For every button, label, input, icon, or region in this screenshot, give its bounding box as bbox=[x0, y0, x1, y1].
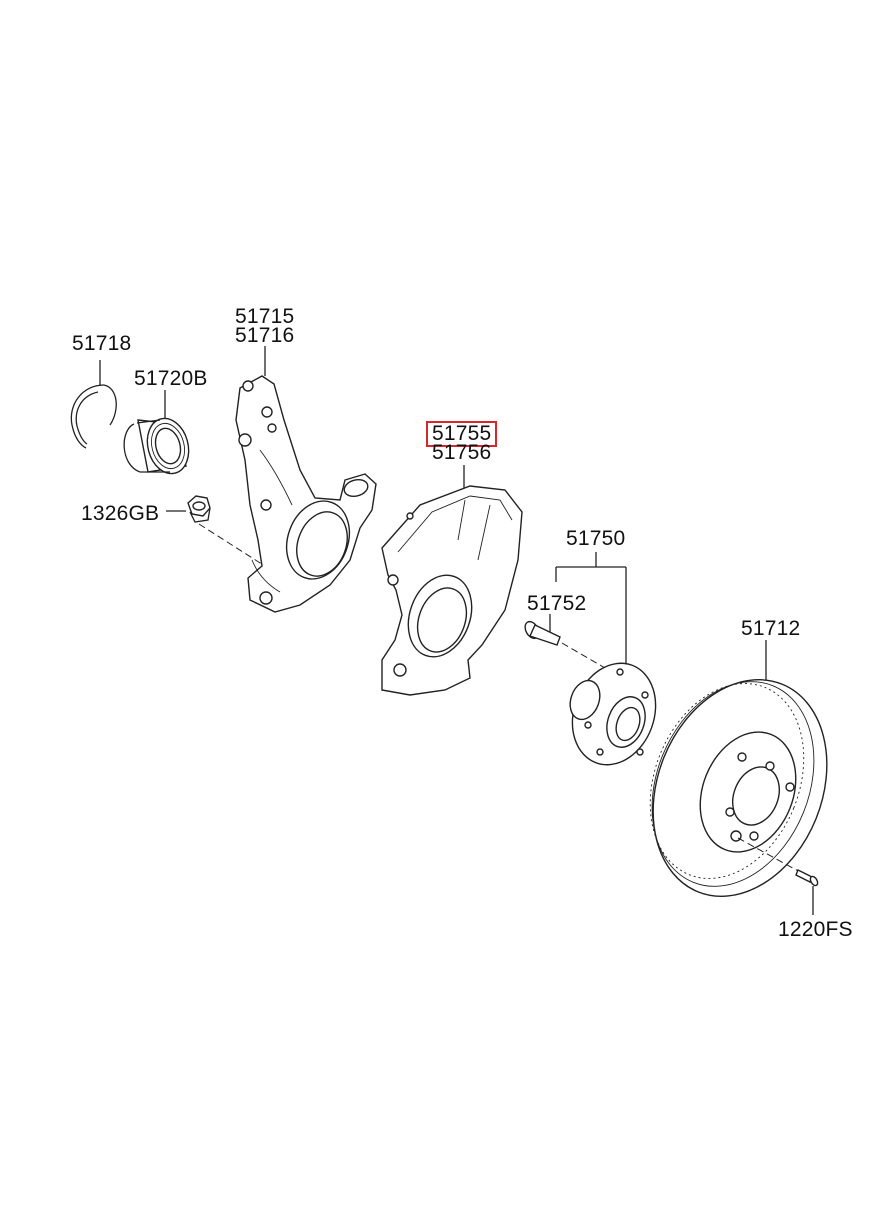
wheel-bearing-icon[interactable] bbox=[123, 390, 194, 478]
label-dust-cover-highlighted[interactable]: 51755 bbox=[426, 421, 498, 447]
flange-nut-icon[interactable] bbox=[166, 495, 269, 569]
label-nut: 1326GB bbox=[81, 502, 160, 525]
wheel-hub-icon[interactable] bbox=[559, 651, 670, 776]
hub-bolt-icon[interactable] bbox=[522, 614, 606, 669]
label-disc: 51712 bbox=[741, 617, 801, 640]
label-hub-assy: 51750 bbox=[566, 527, 626, 550]
disc-screw-icon[interactable] bbox=[795, 869, 819, 915]
dust-cover-icon[interactable] bbox=[381, 465, 523, 696]
steering-knuckle-icon[interactable] bbox=[235, 346, 377, 613]
label-dust-cover-b: 51756 bbox=[432, 441, 492, 464]
label-knuckle-b: 51716 bbox=[235, 324, 295, 347]
label-bearing: 51720B bbox=[134, 367, 208, 390]
hub-bracket-lines bbox=[555, 552, 627, 665]
label-snap-ring: 51718 bbox=[72, 332, 132, 355]
label-knuckle-a: 51715 bbox=[235, 305, 295, 328]
label-disc-screw: 1220FS bbox=[778, 918, 853, 941]
brake-disc-icon[interactable] bbox=[622, 640, 858, 923]
snap-ring-icon[interactable] bbox=[70, 360, 117, 449]
label-hub-bolt: 51752 bbox=[527, 592, 587, 615]
